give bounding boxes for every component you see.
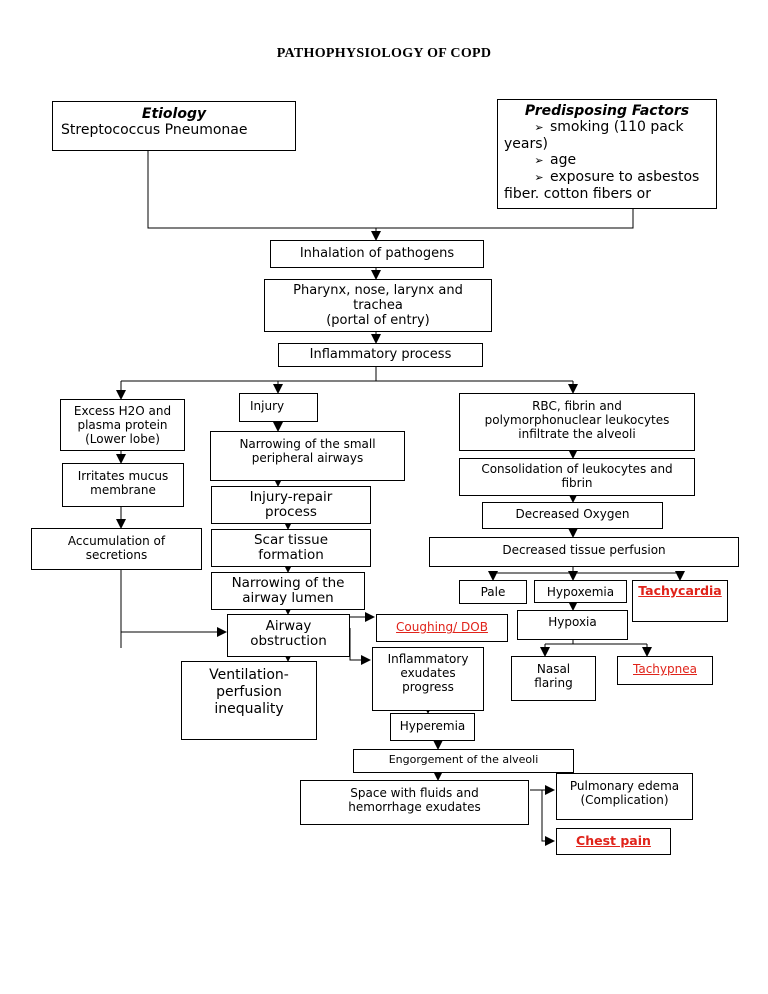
node-narrowing-small-airways: Narrowing of the small peripheral airway…	[210, 431, 405, 481]
node-inflammatory-exudates: Inflammatory exudates progress	[372, 647, 484, 711]
predisposing-item: ➢smoking (110 pack	[528, 119, 710, 136]
predisposing-list: ➢smoking (110 pack years) ➢age ➢exposure…	[504, 119, 710, 202]
predisposing-item: ➢exposure to asbestos	[528, 169, 710, 186]
node-pulmonary-edema: Pulmonary edema (Complication)	[556, 773, 693, 820]
connector-predisposing	[376, 209, 634, 229]
node-airway-obstruction: Airway obstruction	[227, 614, 350, 657]
node-excess-h2o: Excess H2O and plasma protein (Lower lob…	[60, 399, 185, 451]
node-engorgement: Engorgement of the alveoli	[353, 749, 574, 773]
predisposing-factors-box: Predisposing Factors ➢smoking (110 pack …	[497, 99, 717, 209]
node-hypoxia: Hypoxia	[517, 610, 628, 640]
page-title: PATHOPHYSIOLOGY OF COPD	[276, 46, 492, 61]
connector-etiology	[147, 151, 376, 229]
node-portal-of-entry: Pharynx, nose, larynx and trachea (porta…	[264, 279, 492, 332]
node-coughing-dob: Coughing/ DOB	[376, 614, 508, 642]
predisposing-item: years)	[504, 136, 548, 152]
node-pale: Pale	[459, 580, 527, 604]
node-vq-inequality: Ventilation- perfusion inequality	[181, 661, 317, 740]
node-tachycardia: Tachycardia	[632, 580, 728, 622]
predisposing-item: ➢age	[528, 152, 710, 169]
node-scar-tissue: Scar tissue formation	[211, 529, 371, 567]
node-hypoxemia: Hypoxemia	[534, 580, 627, 603]
arrow-bullet-icon: ➢	[534, 121, 544, 134]
predisposing-heading: Predisposing Factors	[524, 103, 690, 119]
node-injury-repair: Injury-repair process	[211, 486, 371, 524]
connector-obstruction-exudates	[349, 628, 371, 665]
node-narrowing-lumen: Narrowing of the airway lumen	[211, 572, 365, 610]
etiology-heading: Etiology	[141, 106, 207, 122]
node-tachypnea: Tachypnea	[617, 656, 713, 685]
arrow-bullet-icon: ➢	[534, 171, 544, 184]
node-chest-pain: Chest pain	[556, 828, 671, 855]
connector-perfusion-split	[493, 567, 680, 574]
node-space-fluids: Space with fluids and hemorrhage exudate…	[300, 780, 529, 825]
node-injury: Injury	[239, 393, 318, 422]
node-decreased-oxygen: Decreased Oxygen	[482, 502, 663, 529]
node-inflammatory-process: Inflammatory process	[278, 343, 483, 367]
etiology-text: Streptococcus Pneumonae	[61, 122, 248, 138]
connector-edema-chestpain	[541, 790, 555, 846]
predisposing-item: fiber. cotton fibers or	[504, 186, 651, 202]
node-rbc-infiltrate: RBC, fibrin and polymorphonuclear leukoc…	[459, 393, 695, 451]
arrow-bullet-icon: ➢	[534, 154, 544, 167]
node-irritates-mucus: Irritates mucus membrane	[62, 463, 184, 507]
node-consolidation: Consolidation of leukocytes and fibrin	[459, 458, 695, 496]
node-inhalation: Inhalation of pathogens	[270, 240, 484, 268]
node-hyperemia: Hyperemia	[390, 713, 475, 741]
etiology-box: Etiology Streptococcus Pneumonae	[52, 101, 296, 151]
node-decreased-perfusion: Decreased tissue perfusion	[429, 537, 739, 567]
node-accumulation: Accumulation of secretions	[31, 528, 202, 570]
connector-hypoxia-split	[545, 640, 647, 645]
node-nasal-flaring: Nasal flaring	[511, 656, 596, 701]
